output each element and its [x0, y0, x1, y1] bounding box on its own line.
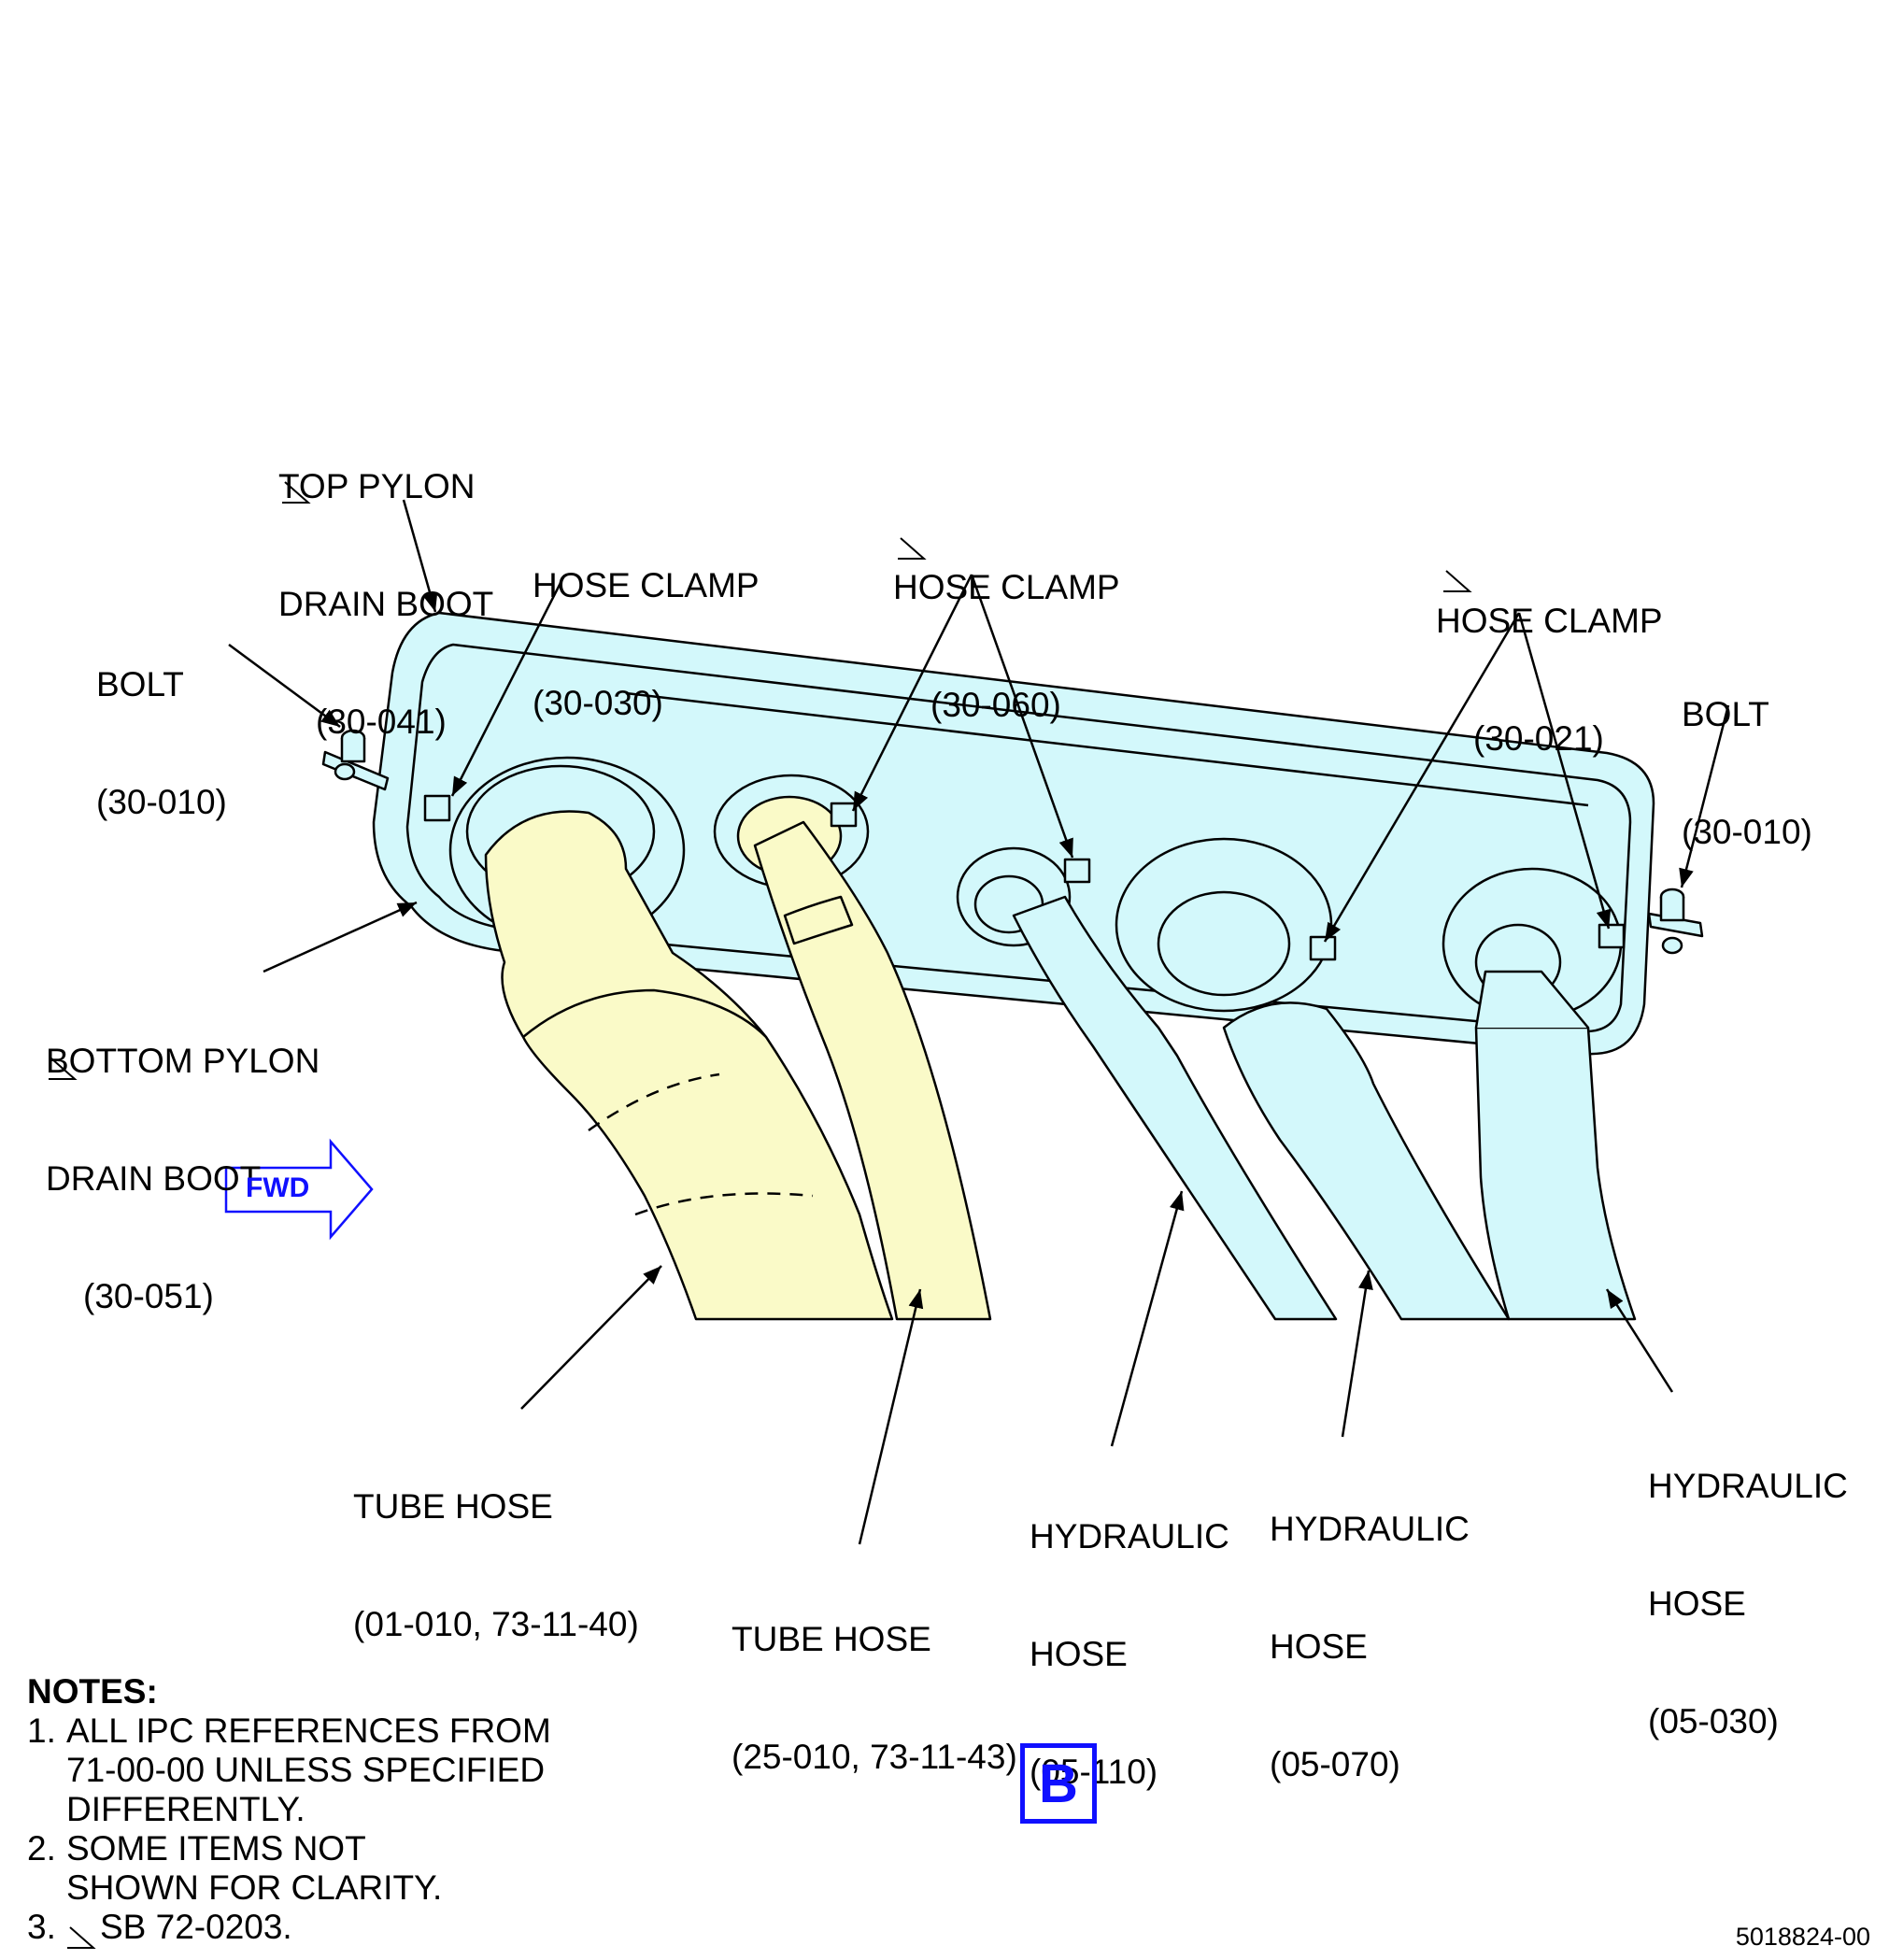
label-line: (30-030) [533, 684, 663, 722]
bolt-right [1647, 888, 1704, 955]
label-bolt-right: BOLT (30-010) [1682, 617, 1812, 891]
label-bolt-left: BOLT (30-010) [96, 587, 227, 861]
leader-hose-clamp-021-b [1517, 612, 1612, 930]
leader-hose-clamp-060-b [970, 574, 1074, 859]
leader-hyd-070 [1341, 1270, 1373, 1438]
label-bottom-pylon-drain-boot: BOTTOM PYLON DRAIN BOOT (30-051) [46, 963, 320, 1356]
note-text: SOME ITEMS NOT SHOWN FOR CLARITY. [66, 1829, 443, 1907]
leader-hose-clamp-030 [450, 576, 565, 797]
leader-bolt-right [1679, 704, 1730, 888]
label-line: HOSE CLAMP [1436, 602, 1663, 640]
label-line: (25-010, 73-11-43) [731, 1738, 1017, 1776]
label-line: HYDRAULIC [1648, 1467, 1848, 1505]
label-line: BOLT [1682, 695, 1769, 733]
leader-tube-hose-01 [520, 1265, 662, 1410]
notes-title: NOTES: [27, 1672, 158, 1711]
label-line: HYDRAULIC [1270, 1510, 1470, 1548]
label-hose-clamp-021: HOSE CLAMP (30-021) [1436, 523, 1663, 798]
leader-hose-clamp-021-a [1323, 612, 1521, 943]
leader-hyd-110 [1110, 1190, 1185, 1447]
label-line: (01-010, 73-11-40) [353, 1605, 639, 1643]
note-text: SB 72-0203. [100, 1908, 292, 1946]
label-line: BOLT [96, 665, 184, 703]
leader-hose-clamp-060-a [851, 574, 973, 812]
label-line: (30-051) [83, 1277, 214, 1315]
note-item: 3. SB 72-0203. [27, 1908, 551, 1947]
label-tube-hose-25-010: TUBE HOSE (25-010, 73-11-43) [731, 1541, 1017, 1816]
hydraulic-hose-05-110 [1012, 895, 1338, 1321]
label-line: (30-041) [316, 703, 447, 741]
document-number: 5018824-00 [1735, 1923, 1870, 1951]
notes-block: NOTES: 1. ALL IPC REFERENCES FROM 71-00-… [27, 1672, 551, 1947]
note-number: 3. [27, 1908, 56, 1946]
label-line: DRAIN BOOT [46, 1159, 262, 1198]
label-line: (30-010) [96, 783, 227, 821]
tube-hose-01-010 [484, 810, 894, 1321]
note-item: 1. ALL IPC REFERENCES FROM 71-00-00 UNLE… [27, 1711, 551, 1829]
label-hydraulic-hose-05-070: HYDRAULIC HOSE (05-070) [1270, 1431, 1470, 1824]
leader-bottom-pylon [263, 901, 418, 973]
label-line: (30-021) [1473, 719, 1604, 758]
note-text: ALL IPC REFERENCES FROM 71-00-00 UNLESS … [66, 1711, 551, 1828]
label-line: HOSE [1030, 1635, 1128, 1673]
label-line: HOSE [1270, 1627, 1368, 1666]
label-line: HYDRAULIC [1030, 1517, 1229, 1555]
label-line: TUBE HOSE [731, 1620, 931, 1658]
hydraulic-hose-05-030 [1474, 1026, 1637, 1321]
label-line: TOP PYLON [278, 467, 476, 505]
label-line: BOTTOM PYLON [46, 1042, 320, 1080]
drain-boot-inner-rim [405, 643, 1632, 1033]
note-number: 2. [27, 1829, 56, 1868]
label-line: (30-060) [930, 686, 1061, 724]
note-number: 1. [27, 1711, 56, 1750]
leader-hyd-030 [1605, 1288, 1674, 1393]
tube-hose-25-010 [753, 820, 992, 1321]
bolt-left [321, 729, 390, 791]
label-line: HOSE CLAMP [533, 566, 760, 604]
label-tube-hose-01-010: TUBE HOSE (01-010, 73-11-40) [353, 1409, 639, 1683]
note-item: 2. SOME ITEMS NOT SHOWN FOR CLARITY. [27, 1829, 551, 1908]
label-line: (30-010) [1682, 813, 1812, 851]
label-line: HOSE CLAMP [893, 568, 1120, 606]
label-hose-clamp-060: HOSE CLAMP (30-060) [893, 490, 1120, 764]
label-line: TUBE HOSE [353, 1487, 553, 1526]
fwd-label: FWD [246, 1172, 310, 1203]
label-line: HOSE [1648, 1584, 1746, 1623]
fwd-arrow [224, 1138, 374, 1241]
leader-top-pylon [402, 499, 438, 613]
leader-bolt-left [228, 643, 341, 729]
label-line: (05-070) [1270, 1745, 1400, 1783]
label-line: DRAIN BOOT [278, 585, 494, 623]
label-top-pylon-drain-boot: TOP PYLON DRAIN BOOT (30-041) [278, 389, 493, 781]
label-hydraulic-hose-05-030: HYDRAULIC HOSE (05-030) [1648, 1388, 1848, 1781]
label-line: (05-030) [1648, 1702, 1779, 1740]
leader-tube-hose-25 [858, 1288, 924, 1545]
view-b-badge: B [1020, 1743, 1097, 1824]
hydraulic-hose-05-070 [1222, 1001, 1511, 1321]
label-hose-clamp-030: HOSE CLAMP (30-030) [533, 488, 760, 762]
